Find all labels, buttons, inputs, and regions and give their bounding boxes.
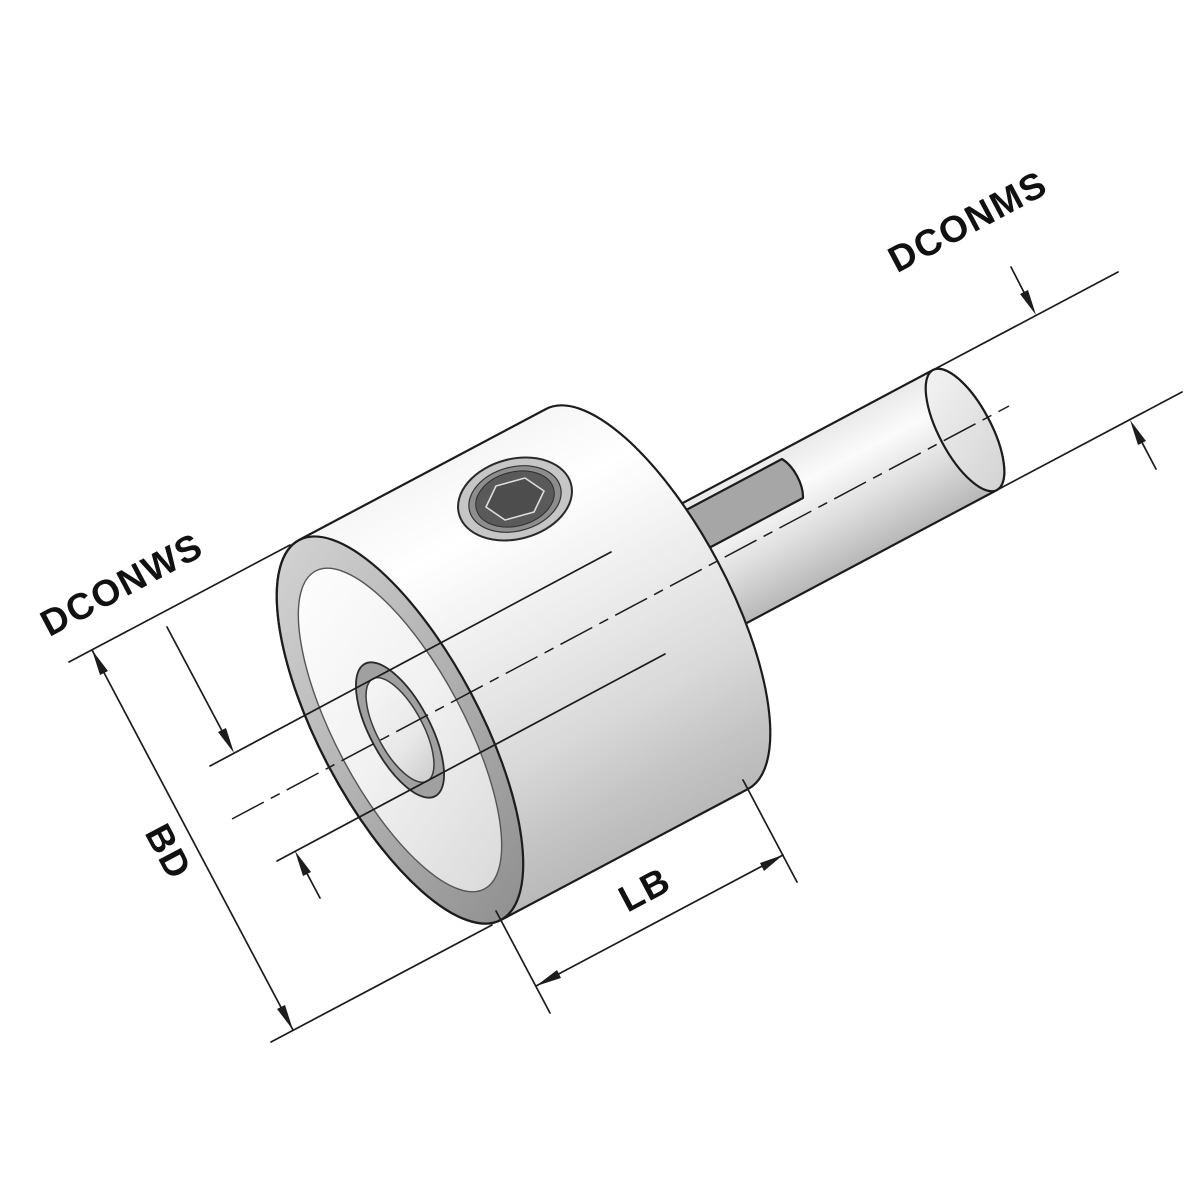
centerline	[231, 405, 1010, 820]
dconws-extension-line-top	[209, 551, 612, 767]
bd-extension-line-bottom	[270, 924, 493, 1043]
lb-label: LB	[612, 859, 677, 920]
lb-extension-line-front	[495, 910, 551, 1014]
set-screw-hole	[457, 456, 573, 542]
dconms-extension-line-top	[932, 271, 1119, 371]
lb-dimension-line	[535, 854, 784, 987]
bd-arrow-upleft-icon	[92, 650, 108, 675]
bd-extension-line-top	[68, 544, 291, 663]
dconws-leader-line	[166, 626, 230, 745]
dconms-arrow-down-icon	[1020, 290, 1036, 315]
dconws-arrow-down-icon	[218, 728, 234, 753]
dconws-arrow-up-icon	[295, 851, 311, 876]
lb-extension-line-rear	[742, 779, 798, 883]
dconws-extension-line-bottom	[276, 653, 666, 862]
bd-dimension-line	[91, 649, 294, 1031]
dconws-label: DCONWS	[34, 525, 210, 645]
lb-arrow-right-icon	[760, 855, 783, 871]
lb-arrow-left-icon	[536, 970, 561, 986]
dconms-extension-line-bottom	[996, 391, 1183, 491]
bd-arrow-downright-icon	[277, 1005, 293, 1030]
bd-label: BD	[137, 817, 200, 886]
hex-socket-icon	[485, 477, 545, 521]
dconms-label: DCONMS	[882, 163, 1054, 281]
dconms-arrow-up-icon	[1130, 420, 1146, 445]
